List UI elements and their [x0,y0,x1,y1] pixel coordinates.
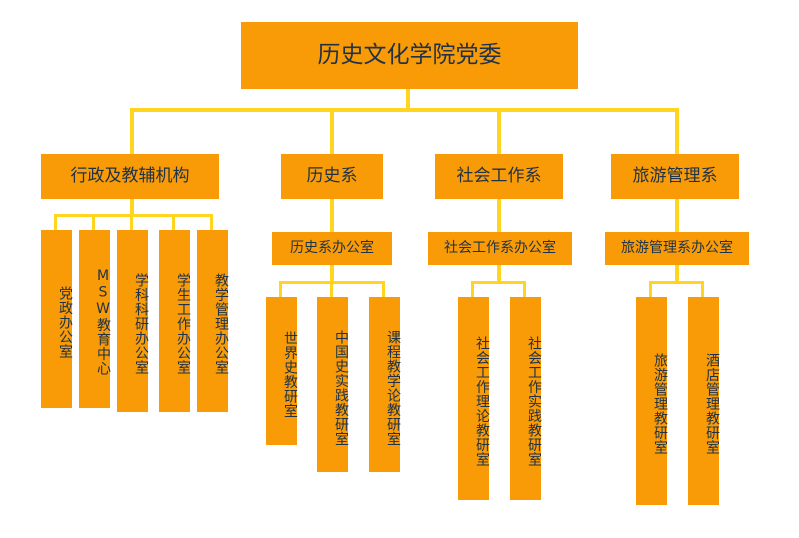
node-history-curriculum-theory-room-label: 课程教学论教研室 [385,329,401,446]
connector-tourism-drop-2 [701,281,704,297]
node-tourism-management-room[interactable]: 旅游管理教研室 [636,297,668,505]
connector-drop-tourism [675,108,679,154]
connector-socialwork-drop-1 [471,281,474,297]
node-socialwork[interactable]: 社会工作系 [435,154,563,199]
node-admin-student-affairs-office-label: 学生工作办公室 [175,273,191,375]
connector-admin-drop-5 [210,214,213,230]
connector-drop-socialwork [497,108,501,154]
node-tourism-office-label: 旅游管理系办公室 [621,240,733,257]
connector-drop-history [330,108,334,154]
connector-admin-drop-4 [172,214,175,230]
connector-history-office-stem [330,265,334,281]
node-admin-msw-center-label: MSW教育中心 [95,268,111,376]
connector-tourism-stem [675,199,679,232]
connector-history-stem [330,199,334,232]
node-tourism-label: 旅游管理系 [632,165,718,186]
node-history[interactable]: 历史系 [281,154,383,199]
node-admin-teaching-office-label: 教学管理办公室 [213,273,229,375]
connector-tourism-bus [649,281,704,284]
node-admin-teaching-office[interactable]: 教学管理办公室 [197,230,229,412]
node-socialwork-label: 社会工作系 [456,165,542,186]
node-socialwork-practice-room[interactable]: 社会工作实践教研室 [510,297,542,500]
connector-socialwork-office-stem [497,265,501,281]
node-hotel-management-room[interactable]: 酒店管理教研室 [688,297,720,505]
node-admin-student-affairs-office[interactable]: 学生工作办公室 [159,230,191,412]
node-history-world-history-room-label: 世界史教研室 [282,330,298,418]
connector-socialwork-drop-2 [523,281,526,297]
connector-tourism-drop-1 [649,281,652,297]
node-socialwork-practice-room-label: 社会工作实践教研室 [526,336,542,467]
connector-history-drop-1 [279,281,282,297]
connector-socialwork-stem [497,199,501,232]
node-admin-party-office[interactable]: 党政办公室 [41,230,73,408]
node-hotel-management-room-label: 酒店管理教研室 [704,353,720,455]
connector-admin-stem [130,199,134,214]
node-history-china-practice-room[interactable]: 中国史实践教研室 [317,297,349,472]
node-history-label: 历史系 [306,165,358,186]
node-socialwork-office[interactable]: 社会工作系办公室 [428,232,572,265]
connector-root-stem [406,89,410,108]
node-socialwork-theory-room-label: 社会工作理论教研室 [474,336,490,467]
connector-level2-bus [130,108,679,112]
node-socialwork-theory-room[interactable]: 社会工作理论教研室 [458,297,490,500]
connector-admin-drop-3 [130,214,133,230]
node-history-china-practice-room-label: 中国史实践教研室 [333,329,349,446]
node-tourism-management-room-label: 旅游管理教研室 [652,353,668,455]
node-history-office-label: 历史系办公室 [290,240,374,257]
node-admin[interactable]: 行政及教辅机构 [41,154,219,199]
node-admin-research-office[interactable]: 学科科研办公室 [117,230,149,412]
connector-history-drop-3 [382,281,385,297]
node-history-world-history-room[interactable]: 世界史教研室 [266,297,298,445]
connector-socialwork-bus [471,281,526,284]
node-root[interactable]: 历史文化学院党委 [241,22,578,89]
node-root-label: 历史文化学院党委 [317,41,502,68]
connector-admin-drop-1 [54,214,57,230]
node-history-office[interactable]: 历史系办公室 [272,232,392,265]
connector-drop-admin [130,108,134,154]
node-history-curriculum-theory-room[interactable]: 课程教学论教研室 [369,297,401,472]
node-socialwork-office-label: 社会工作系办公室 [444,240,556,257]
connector-history-drop-2 [330,281,333,297]
node-tourism[interactable]: 旅游管理系 [611,154,739,199]
connector-admin-drop-2 [92,214,95,230]
node-admin-label: 行政及教辅机构 [70,165,190,186]
node-tourism-office[interactable]: 旅游管理系办公室 [605,232,749,265]
node-admin-party-office-label: 党政办公室 [57,285,73,359]
node-admin-research-office-label: 学科科研办公室 [133,273,149,375]
connector-admin-bus [54,214,213,217]
connector-tourism-office-stem [675,265,679,281]
node-admin-msw-center[interactable]: MSW教育中心 [79,230,111,408]
